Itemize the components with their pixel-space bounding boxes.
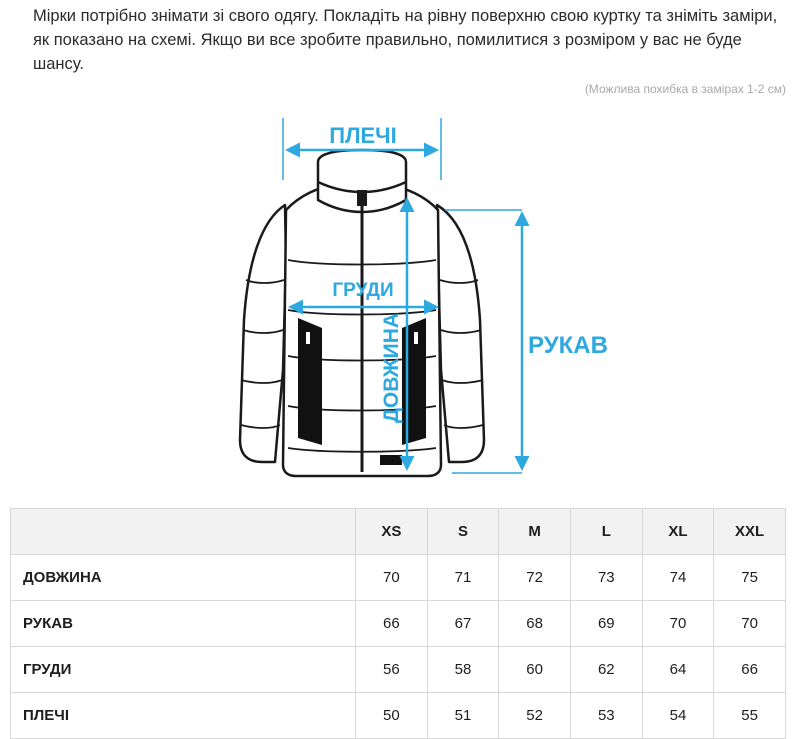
size-header-xxl: XXL [713, 508, 786, 555]
table-cell: 67 [426, 600, 500, 647]
table-cell: 68 [498, 600, 571, 647]
table-cell: 73 [569, 554, 643, 601]
shoulders-label: ПЛЕЧІ [329, 123, 397, 148]
table-cell: 50 [355, 692, 428, 739]
table-cell: 64 [641, 646, 715, 693]
header-corner-cell [10, 508, 356, 555]
table-cell: 66 [355, 600, 428, 647]
row-label-chest: ГРУДИ [10, 646, 356, 693]
size-header-l: L [569, 508, 643, 555]
table-row: РУКАВ 66 67 68 69 70 70 [10, 600, 786, 647]
chest-label: ГРУДИ [332, 280, 393, 301]
row-label-sleeve: РУКАВ [10, 600, 356, 647]
size-header-xl: XL [641, 508, 715, 555]
table-cell: 70 [713, 600, 786, 647]
table-cell: 69 [569, 600, 643, 647]
table-cell: 62 [569, 646, 643, 693]
table-cell: 53 [569, 692, 643, 739]
table-cell: 55 [713, 692, 786, 739]
intro-text: Мірки потрібно знімати зі свого одягу. П… [33, 7, 778, 73]
table-row: ПЛЕЧІ 50 51 52 53 54 55 [10, 692, 786, 739]
table-cell: 70 [641, 600, 715, 647]
row-label-length: ДОВЖИНА [10, 554, 356, 601]
table-cell: 72 [498, 554, 571, 601]
size-header-m: M [498, 508, 571, 555]
size-header-row: XS S M L XL XXL [10, 508, 786, 555]
measurement-error-note: (Можлива похибка в замірах 1-2 см) [584, 82, 786, 96]
row-label-shoulders: ПЛЕЧІ [10, 692, 356, 739]
table-cell: 66 [713, 646, 786, 693]
size-header-xs: XS [355, 508, 428, 555]
table-cell: 71 [426, 554, 500, 601]
sleeve-label: РУКАВ [528, 332, 608, 359]
size-chart-table: XS S M L XL XXL ДОВЖИНА 70 71 72 73 74 7… [10, 508, 786, 739]
table-row: ДОВЖИНА 70 71 72 73 74 75 [10, 554, 786, 601]
table-cell: 70 [355, 554, 428, 601]
measurement-diagram: ПЛЕЧІ ГРУДИ ДОВЖИНА РУКАВ [0, 110, 800, 500]
table-cell: 60 [498, 646, 571, 693]
table-cell: 75 [713, 554, 786, 601]
table-row: ГРУДИ 56 58 60 62 64 66 [10, 646, 786, 693]
table-cell: 74 [641, 554, 715, 601]
size-header-s: S [426, 508, 500, 555]
length-label: ДОВЖИНА [380, 313, 403, 423]
table-cell: 54 [641, 692, 715, 739]
table-cell: 51 [426, 692, 500, 739]
table-cell: 58 [426, 646, 500, 693]
table-cell: 56 [355, 646, 428, 693]
